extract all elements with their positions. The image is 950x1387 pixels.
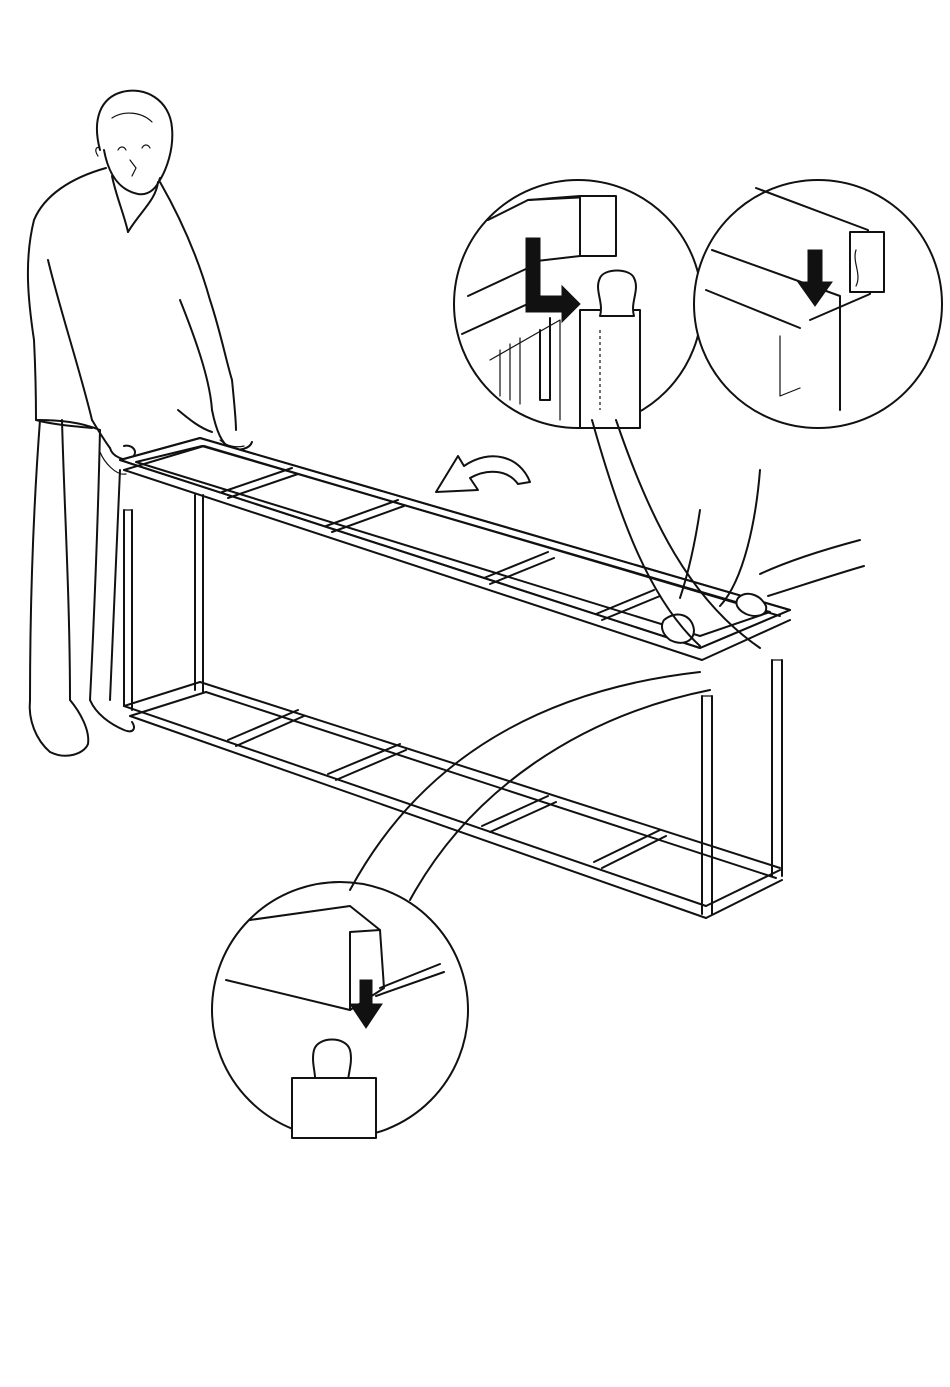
- person-figure: [28, 91, 252, 756]
- rotate-arrow-icon: [436, 456, 530, 492]
- detail-bottom-circle: [212, 882, 468, 1138]
- callout-lines: [350, 420, 760, 900]
- detail-clip-circle: [454, 180, 702, 428]
- detail-press-circle: [694, 180, 942, 428]
- shelf-frame: [120, 438, 790, 918]
